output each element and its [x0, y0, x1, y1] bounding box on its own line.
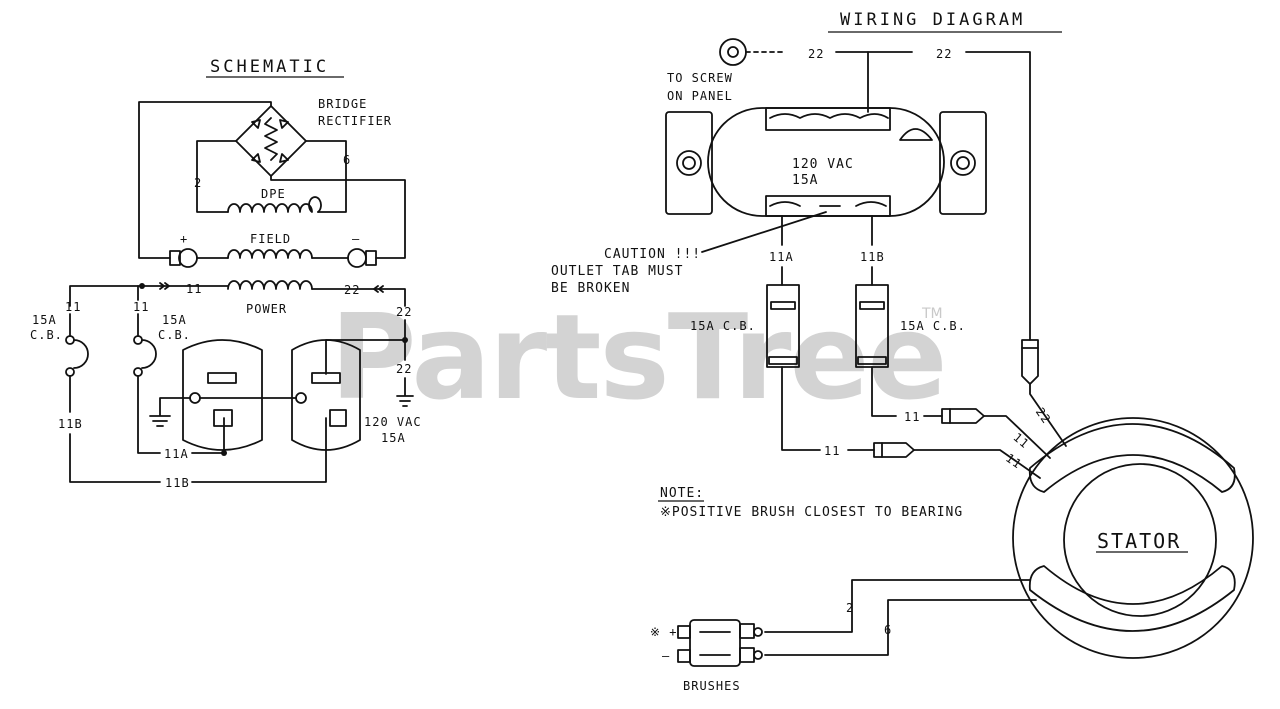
bridge-rectifier-label-line2: RECTIFIER [318, 114, 392, 128]
schematic-wire-11b-left: 11B [58, 417, 83, 431]
brush-plus-label: ※ + [650, 625, 678, 639]
field-brush-minus [347, 248, 367, 268]
circuit-breaker-left [766, 284, 800, 368]
receptacle-label-line1: 120 VAC [792, 157, 854, 172]
bridge-rectifier [235, 105, 307, 177]
cb-left-wiring-label: 15A C.B. [690, 319, 756, 333]
cb-right-switch [141, 339, 157, 369]
stator [1012, 417, 1254, 659]
wiring-wire-6: 6 [884, 623, 892, 637]
field-plus-sign: + [180, 232, 188, 246]
schematic-wire-2-label: 2 [194, 176, 202, 190]
wiring-wire-22-a: 22 [808, 47, 824, 61]
field-brush-plus [178, 248, 198, 268]
schematic-title: SCHEMATIC [210, 57, 329, 77]
dpe-wire-2 [196, 140, 237, 213]
cb-right-label-line2: C.B. [158, 328, 191, 342]
receptacle-assembly [665, 107, 987, 217]
wiring-wire-11b: 11B [860, 250, 885, 264]
field-negative-wire [270, 175, 406, 259]
power-wire-22-label: 22 [344, 283, 360, 297]
caution-line1: CAUTION !!! [604, 247, 701, 262]
wiring-wire-11-diag-upper: 11 [1010, 430, 1032, 451]
schematic-duplex-receptacle [149, 339, 361, 451]
field-brush-plus-terminal [169, 250, 181, 266]
field-winding [227, 249, 313, 259]
schematic-wire-11-mid: 11 [133, 300, 149, 314]
field-label: FIELD [250, 232, 291, 246]
cb-right-terminal-top [133, 335, 143, 345]
cb-right-wiring-label: 15A C.B. [900, 319, 966, 333]
to-screw-label-line1: TO SCREW [667, 71, 733, 85]
note-text: ※POSITIVE BRUSH CLOSEST TO BEARING [660, 505, 963, 520]
cb-right-terminal-bottom [133, 367, 143, 377]
cb-right-label-line1: 15A [162, 313, 187, 327]
power-wire-22 [311, 288, 406, 307]
schematic-outlet-label-line2: 15A [381, 431, 406, 445]
connector-lower [873, 442, 915, 458]
connector-vertical [1021, 339, 1039, 385]
schematic-outlet-label-line1: 120 VAC [364, 415, 422, 429]
schematic-wire-11-left: 11 [65, 300, 81, 314]
schematic-wire-6-label: 6 [343, 153, 351, 167]
power-wire-11 [69, 285, 229, 307]
schematic-wire-11b-bottom: 11B [165, 476, 190, 490]
power-winding [227, 280, 313, 290]
schematic-section: SCHEMATIC BRIDGE RECTIFIER 2 6 DPE FIELD… [30, 57, 422, 490]
wiring-section: WIRING DIAGRAM 22 22 TO SCREW ON PANEL [551, 10, 1254, 693]
cb-left-switch [73, 339, 89, 369]
wire-22-lower-label: 22 [396, 362, 412, 376]
field-minus-sign: – [352, 232, 360, 246]
wiring-wire-11-upper: 11 [904, 410, 920, 424]
cb-left-label-line1: 15A [32, 313, 57, 327]
dpe-label: DPE [261, 187, 286, 201]
power-label: POWER [246, 302, 287, 316]
panel-screw-icon [719, 38, 747, 66]
ground-symbol-right [396, 377, 414, 407]
caution-line2: OUTLET TAB MUST [551, 264, 683, 279]
wiring-title: WIRING DIAGRAM [840, 10, 1025, 30]
stator-label: STATOR [1097, 529, 1181, 553]
watermark-trademark: TM [921, 306, 943, 322]
brush-minus-label: – [662, 649, 670, 663]
caution-line3: BE BROKEN [551, 281, 630, 296]
power-wire-11-label: 11 [186, 282, 202, 296]
schematic-wire-11a-bottom: 11A [164, 447, 189, 461]
brushes-assembly [677, 619, 763, 667]
connector-upper [941, 408, 985, 424]
field-positive-wire [138, 101, 272, 259]
wiring-wire-11-lower: 11 [824, 444, 840, 458]
dpe-wire-6 [305, 140, 347, 213]
bridge-rectifier-label-line1: BRIDGE [318, 97, 367, 111]
wiring-wire-11a: 11A [769, 250, 794, 264]
cb-left-terminal-top [65, 335, 75, 345]
wiring-wire-2: 2 [846, 601, 854, 615]
brushes-label: BRUSHES [683, 679, 741, 693]
to-screw-label-line2: ON PANEL [667, 89, 733, 103]
watermark: PartsTree [330, 288, 946, 426]
receptacle-label-line2: 15A [792, 173, 818, 188]
wire-22-right-label: 22 [396, 305, 412, 319]
cb-left-label-line2: C.B. [30, 328, 63, 342]
dpe-winding [227, 196, 322, 213]
wiring-wire-22-b: 22 [936, 47, 952, 61]
cb-left-terminal-bottom [65, 367, 75, 377]
note-heading: NOTE: [660, 486, 704, 501]
field-brush-minus-terminal [365, 250, 377, 266]
